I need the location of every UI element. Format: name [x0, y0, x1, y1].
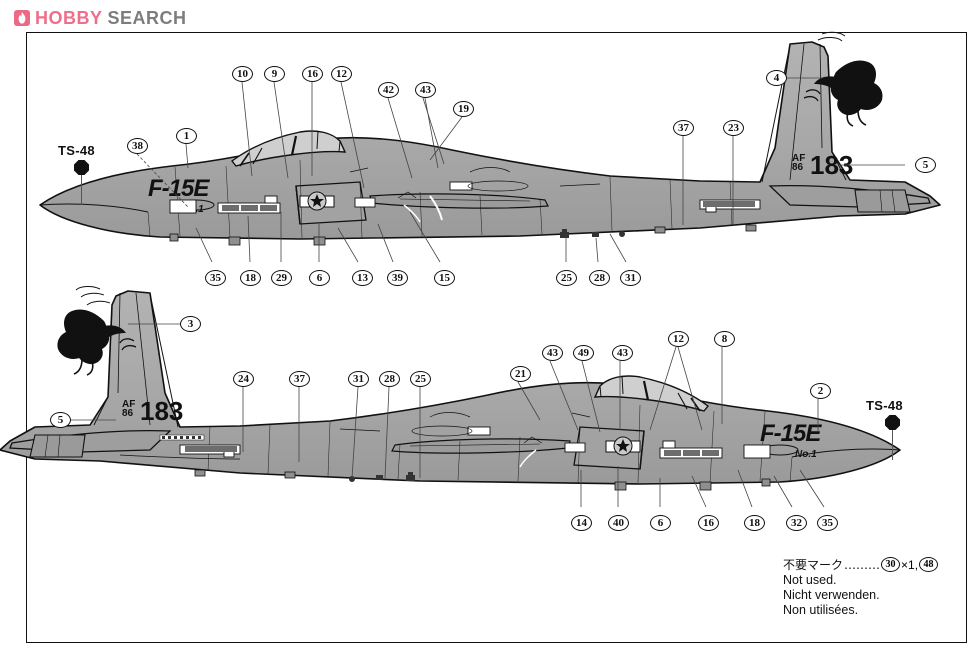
callout-21[interactable]: 21 [510, 366, 531, 382]
callout-19[interactable]: 19 [453, 101, 474, 117]
tail-eagle-emblem-2 [57, 309, 137, 376]
callout-10[interactable]: 10 [232, 66, 253, 82]
flame-icon [14, 10, 30, 26]
unused-label-de: Nicht verwenden. [783, 588, 880, 602]
tail-eagle-emblem [803, 60, 883, 127]
callout-12[interactable]: 12 [668, 331, 689, 347]
callout-23[interactable]: 23 [723, 120, 744, 136]
unused-label-jp: 不要マーク [783, 558, 844, 572]
logo-text-search: SEARCH [107, 7, 187, 28]
callout-3[interactable]: 3 [180, 316, 201, 332]
svg-text:F-15E: F-15E [148, 175, 210, 202]
callout-31[interactable]: 31 [348, 371, 369, 387]
callout-6[interactable]: 6 [309, 270, 330, 286]
callout-15[interactable]: 15 [434, 270, 455, 286]
callout-43[interactable]: 43 [612, 345, 633, 361]
callout-39[interactable]: 39 [387, 270, 408, 286]
unused-callout-48: 48 [919, 557, 939, 572]
svg-text:No.1: No.1 [795, 449, 817, 460]
callout-32[interactable]: 32 [786, 515, 807, 531]
callout-35[interactable]: 35 [817, 515, 838, 531]
site-logo[interactable]: HOBBY SEARCH [14, 7, 187, 29]
callout-18[interactable]: 18 [744, 515, 765, 531]
paint-code-label-bottom: TS-48 [866, 398, 903, 413]
svg-text:183: 183 [140, 396, 183, 426]
star-and-bar-insignia [299, 191, 335, 211]
paint-code-marker-bottom [885, 415, 900, 430]
callout-40[interactable]: 40 [608, 515, 629, 531]
svg-text:AF: AF [122, 399, 135, 410]
callout-5[interactable]: 5 [50, 412, 71, 428]
callout-12[interactable]: 12 [331, 66, 352, 82]
unused-dots: ……… [844, 557, 881, 572]
unused-label-en: Not used. [783, 573, 837, 587]
callout-9[interactable]: 9 [264, 66, 285, 82]
callout-13[interactable]: 13 [352, 270, 373, 286]
callout-2[interactable]: 2 [810, 383, 831, 399]
paint-code-marker-top [74, 160, 89, 175]
callout-49[interactable]: 49 [573, 345, 594, 361]
callout-25[interactable]: 25 [556, 270, 577, 286]
callout-4[interactable]: 4 [766, 70, 787, 86]
callout-28[interactable]: 28 [589, 270, 610, 286]
callout-16[interactable]: 16 [698, 515, 719, 531]
callout-28[interactable]: 28 [379, 371, 400, 387]
unused-marks-row: 不要マーク ……… 30 ×1, 48 [783, 556, 973, 573]
callout-1[interactable]: 1 [176, 128, 197, 144]
callout-37[interactable]: 37 [289, 371, 310, 387]
callout-35[interactable]: 35 [205, 270, 226, 286]
callout-38[interactable]: 38 [127, 138, 148, 154]
callout-43[interactable]: 43 [415, 82, 436, 98]
callout-37[interactable]: 37 [673, 120, 694, 136]
callout-14[interactable]: 14 [571, 515, 592, 531]
svg-text:86: 86 [122, 408, 134, 419]
unused-callout-30: 30 [881, 557, 901, 572]
unused-qty: ×1, [901, 557, 919, 572]
callout-24[interactable]: 24 [233, 371, 254, 387]
callout-25[interactable]: 25 [410, 371, 431, 387]
paint-code-leader-top [81, 175, 82, 205]
unused-label-fr: Non utilisées. [783, 603, 859, 617]
logo-text-hobby: HOBBY [35, 7, 103, 28]
unused-marks-note: 不要マーク ……… 30 ×1, 48 Not used. Nicht verw… [783, 556, 973, 618]
callout-16[interactable]: 16 [302, 66, 323, 82]
aircraft-top-drawing: AF 86 183 [39, 31, 941, 246]
callout-31[interactable]: 31 [620, 270, 641, 286]
svg-text:183: 183 [810, 150, 853, 180]
paint-code-leader-bottom [892, 430, 893, 460]
paint-code-label-top: TS-48 [58, 143, 95, 158]
callout-43[interactable]: 43 [542, 345, 563, 361]
svg-text:86: 86 [792, 162, 804, 173]
svg-text:F-15E: F-15E [760, 420, 822, 447]
callout-29[interactable]: 29 [271, 270, 292, 286]
aircraft-bottom-drawing: AF 86 183 [0, 285, 979, 535]
svg-text:AF: AF [792, 153, 805, 164]
callout-6[interactable]: 6 [650, 515, 671, 531]
callout-8[interactable]: 8 [714, 331, 735, 347]
callout-18[interactable]: 18 [240, 270, 261, 286]
callout-5[interactable]: 5 [915, 157, 936, 173]
star-and-bar-insignia-2 [605, 436, 641, 456]
callout-42[interactable]: 42 [378, 82, 399, 98]
